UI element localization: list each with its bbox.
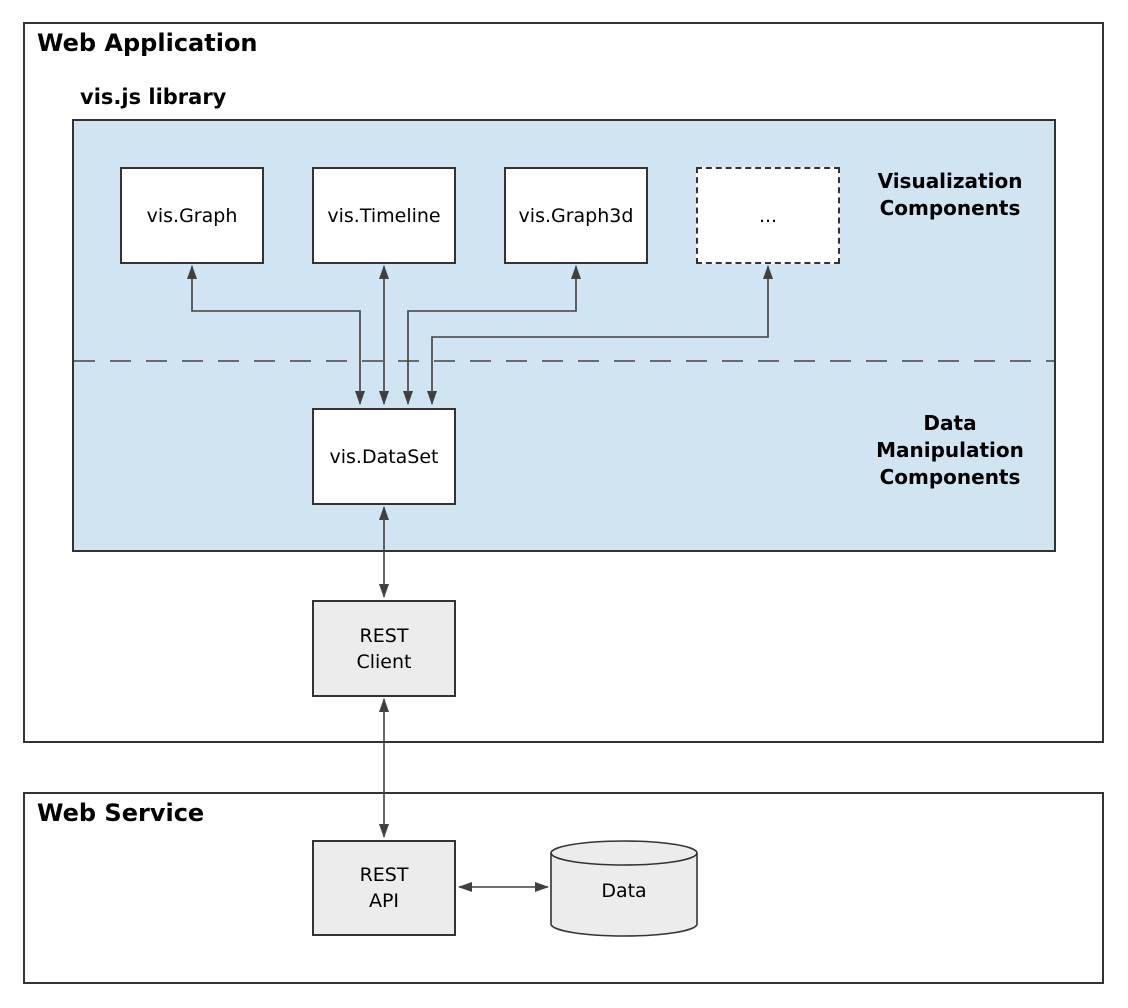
node-vis-dataset-label: vis.DataSet	[329, 445, 439, 468]
node-vis-dataset: vis.DataSet	[312, 408, 456, 505]
rest-client-label-line1: REST	[359, 624, 409, 647]
web-application-title: Web Application	[37, 29, 258, 57]
node-vis-timeline: vis.Timeline	[312, 167, 456, 264]
node-vis-timeline-label: vis.Timeline	[327, 204, 441, 227]
web-service-title: Web Service	[37, 799, 205, 827]
rest-api-label-line1: REST	[359, 864, 409, 886]
visjs-library-title: vis.js library	[80, 85, 227, 109]
rest-api-label-line2: API	[368, 890, 400, 912]
node-vis-graph-label: vis.Graph	[146, 204, 238, 227]
node-vis-graph: vis.Graph	[120, 167, 264, 264]
rest-client-label-line2: Client	[356, 650, 412, 673]
node-rest-api: REST API	[312, 840, 456, 936]
data-manipulation-components-label: Data Manipulation Components	[876, 411, 1024, 489]
visualization-components-label: Visualization Components	[877, 169, 1023, 220]
node-more-components-label: ...	[758, 204, 778, 227]
data-store-label: Data	[601, 880, 647, 902]
node-more-components: ...	[696, 167, 840, 264]
node-vis-graph3d: vis.Graph3d	[504, 167, 648, 264]
node-vis-graph3d-label: vis.Graph3d	[518, 204, 634, 227]
node-rest-client: REST Client	[312, 600, 456, 697]
